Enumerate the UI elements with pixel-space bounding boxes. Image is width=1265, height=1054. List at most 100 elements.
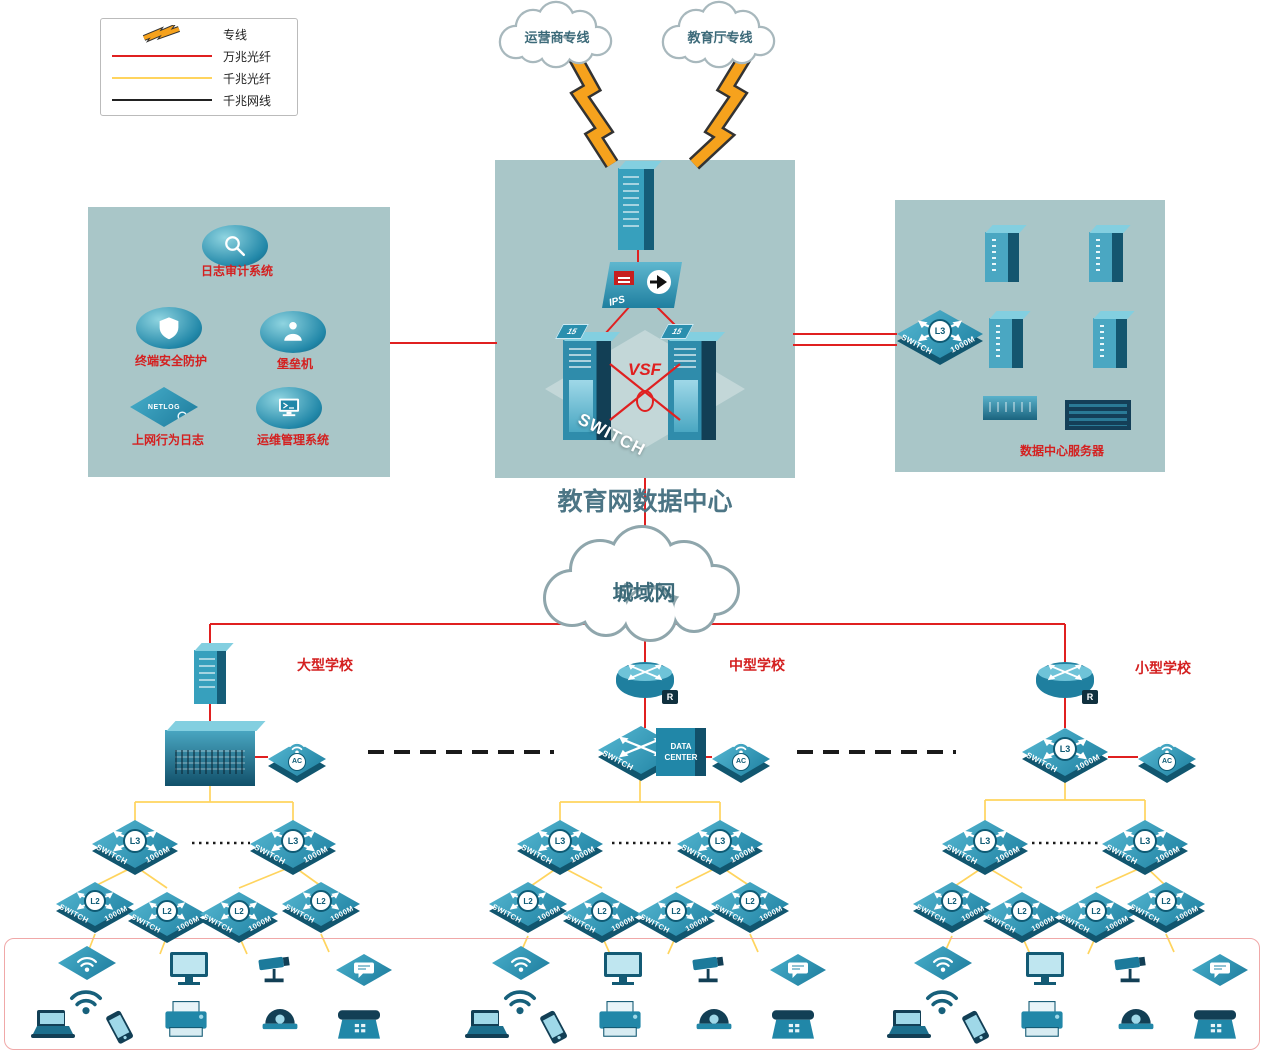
l3-badge: L3 [1133,829,1157,854]
vsf-ring-icon [636,390,654,412]
bastion-host-icon [260,311,326,353]
endpoint-group-small-school [874,940,1265,1050]
l2-switch: L2 SWITCH 1000M [1057,892,1135,943]
carrier-cloud: 运营商专线 [501,3,610,66]
l3-switch: L3 SWITCH 1000M [92,820,178,875]
large-school-firewall [194,650,226,704]
l2-switch: L2 SWITCH 1000M [489,882,567,933]
l2-switch: L2 SWITCH 1000M [913,882,991,933]
red-line-sample [109,55,215,57]
l2-badge: L2 [517,890,539,913]
l3-badge: L3 [973,829,997,854]
l3-switch: L3 SWITCH 1000M [517,820,603,875]
core-firewall [618,168,654,250]
cctv-camera-icon [686,950,734,988]
l3-badge: L3 [548,829,572,854]
small-school-core-l3-switch: L3 SWITCH 1000M [1022,728,1108,783]
l2-switch: L2 SWITCH 1000M [711,882,789,933]
man-cloud-label: 城域网 [613,580,676,605]
ops-management-icon [256,387,322,429]
ips-label: IPS [607,294,627,309]
vsf-label: VSF [628,360,662,379]
legend-label: 万兆光纤 [223,49,272,64]
blade-chassis [1065,400,1131,430]
datacenter-title: 教育网数据中心 [557,487,733,516]
l3-switch: L3 SWITCH 1000M [250,820,336,875]
netlog-text: NETLOG [147,403,181,411]
endpoint-group-large-school [18,940,428,1050]
l3-switch: L3 SWITCH 1000M [1102,820,1188,875]
ac-badge: AC [288,752,306,771]
l2-switch: L2 SWITCH 1000M [637,892,715,943]
large-school-label: 大型学校 [297,657,353,673]
serverzone-l3-switch: L3 SWITCH 1000M [897,310,983,365]
legend-row-1g-fiber: 千兆光纤 [109,67,289,89]
l2-badge: L2 [310,890,332,913]
core-server-1: 15 [555,324,611,440]
dc-line1: DATA [670,742,692,751]
ips-led [614,271,634,285]
crossed-arrows-icon [1045,663,1085,681]
legend-row-1g-cable: 千兆网线 [109,89,289,111]
dome-camera-icon [1114,1000,1158,1040]
log-audit-label: 日志审计系统 [200,264,273,278]
desktop-monitor-icon [164,948,214,988]
endpoint-group-medium-school [452,940,862,1050]
l2-switch: L2 SWITCH 1000M [128,892,206,943]
l2-badge: L2 [84,890,106,913]
black-line-sample [109,99,215,101]
endpoint-devices-strip [4,938,1260,1050]
medium-school-router: R [616,662,678,704]
l3-badge: L3 [1053,737,1077,762]
dc-line2: CENTER [664,753,698,762]
l2-badge: L2 [156,900,178,923]
l2-switch: L2 SWITCH 1000M [563,892,641,943]
crossed-arrows-icon [625,663,665,681]
cctv-camera-icon [1108,950,1156,988]
laptop-icon [26,1004,80,1044]
laptop-icon [882,1004,936,1044]
l2-badge: L2 [665,900,687,923]
router-badge: R [1082,690,1098,704]
large-school-ac: AC [268,742,326,783]
endpoint-protection-label: 终端安全防护 [134,354,207,368]
legend-label: 专线 [223,27,248,42]
ips-appliance: IPS [602,262,682,308]
l3-switch: L3 SWITCH 1000M [942,820,1028,875]
wireless-ap-icon [492,946,550,980]
dome-camera-icon [692,1000,736,1040]
l2-badge: L2 [941,890,963,913]
log-audit-system-icon [202,225,268,267]
l2-switch: L2 SWITCH 1000M [282,882,360,933]
ac-badge: AC [1158,752,1176,771]
small-school-label: 小型学校 [1135,660,1191,676]
router-badge: R [662,690,678,704]
l2-switch: L2 SWITCH 1000M [983,892,1061,943]
datacenter-module: DATA CENTER [656,728,706,776]
rack-server [985,232,1019,282]
desktop-monitor-icon [1020,948,1070,988]
l3-switch: L3 SWITCH 1000M [677,820,763,875]
lightning-bolt-carrier [565,48,619,169]
l3-badge: L3 [928,319,952,344]
dome-camera-icon [258,1000,302,1040]
l3-badge: L3 [123,829,147,854]
l2-badge: L2 [1155,890,1177,913]
l2-badge: L2 [228,900,250,923]
small-school-router: R [1036,662,1098,704]
medium-school-core: SWITCH DATA CENTER [598,722,710,784]
core-server-2: 15 [660,324,716,440]
voip-chat-icon [770,954,826,986]
printer-icon [1016,998,1068,1042]
legend-label: 千兆网线 [223,93,272,108]
cctv-camera-icon [252,950,300,988]
small-school-ac: AC [1138,742,1196,783]
l2-badge: L2 [1085,900,1107,923]
voip-chat-icon [336,954,392,986]
medium-school-label: 中型学校 [729,657,785,673]
education-cloud: 教育厅专线 [664,3,773,66]
ac-badge: AC [732,752,750,771]
legend-label: 千兆光纤 [223,71,272,86]
l3-badge: L3 [708,829,732,854]
legend-row-10g: 万兆光纤 [109,45,289,67]
